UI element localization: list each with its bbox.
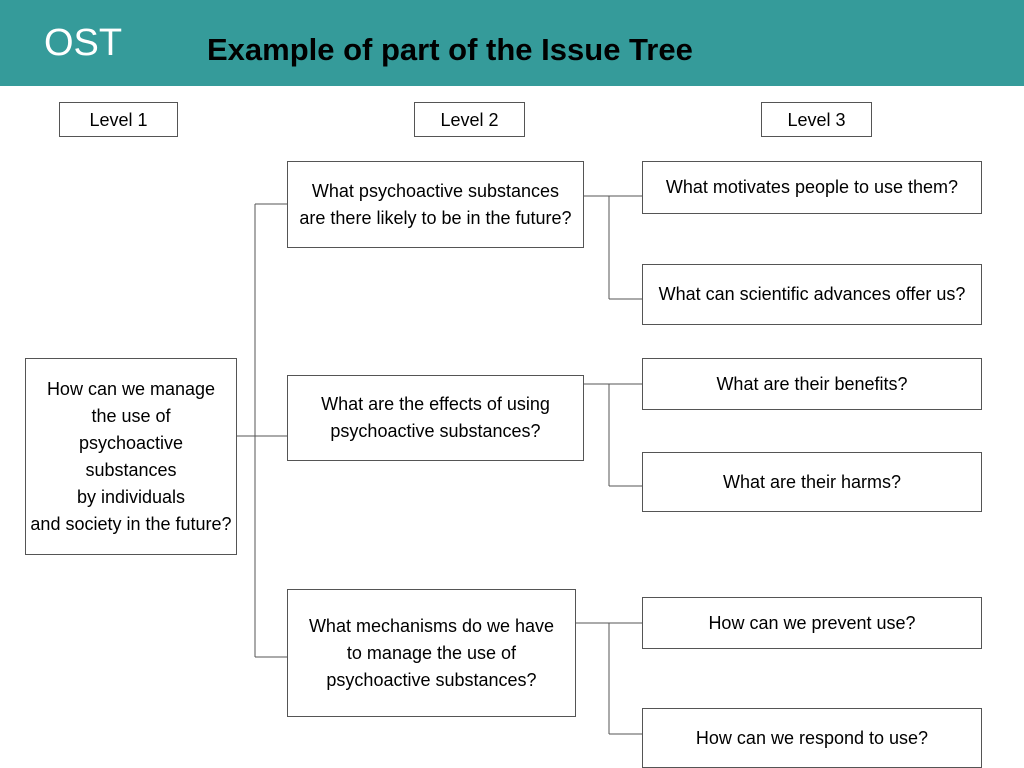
level-3-question-box: What can scientific advances offer us? [642,264,982,325]
level-3-question-box: What motivates people to use them? [642,161,982,214]
brand-logo-text: OST [44,22,123,64]
root-question-box: How can we manage the use of psychoactiv… [25,358,237,555]
level-2-question-box: What mechanisms do we have to manage the… [287,589,576,717]
level-2-question-box: What psychoactive substances are there l… [287,161,584,248]
level-1-label: Level 1 [59,102,178,137]
header-band: OST Example of part of the Issue Tree [0,0,1024,86]
level-2-question-box: What are the effects of using psychoacti… [287,375,584,461]
level-3-question-box: How can we respond to use? [642,708,982,768]
level-3-question-box: How can we prevent use? [642,597,982,649]
page-title: Example of part of the Issue Tree [207,32,693,67]
level-2-label: Level 2 [414,102,525,137]
level-3-label: Level 3 [761,102,872,137]
level-3-question-box: What are their benefits? [642,358,982,410]
level-3-question-box: What are their harms? [642,452,982,512]
